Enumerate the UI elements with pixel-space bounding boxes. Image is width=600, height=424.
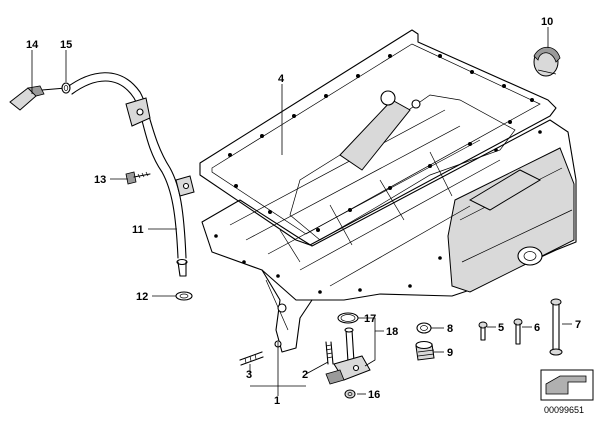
screw-5 (478, 321, 488, 341)
callout-1: 1 (274, 395, 280, 407)
callout-6: 6 (534, 322, 540, 334)
oil-level-sensor (325, 327, 371, 385)
bolt-7 (549, 298, 563, 356)
screw-6 (513, 318, 523, 345)
leader-lines (31, 27, 572, 396)
bolt-13 (125, 171, 151, 185)
callout-7: 7 (575, 319, 581, 331)
callout-14: 14 (26, 39, 39, 51)
callout-13: 13 (94, 174, 106, 186)
callout-15: 15 (60, 39, 72, 51)
nut-16 (344, 389, 356, 399)
stud-3 (239, 351, 264, 366)
oil-filler-cap (533, 46, 561, 77)
callout-4: 4 (278, 73, 285, 85)
reference-box: 00099651 (540, 369, 594, 415)
callout-12: 12 (136, 291, 148, 303)
callout-5: 5 (498, 322, 504, 334)
oil-pan-gasket (199, 29, 557, 246)
callout-10: 10 (541, 16, 553, 28)
callout-11: 11 (132, 224, 144, 236)
drain-plug-9 (415, 340, 435, 361)
o-ring-dipstick (61, 82, 71, 94)
reference-arrow-icon (545, 375, 587, 395)
oil-pan (201, 90, 577, 353)
callout-8: 8 (447, 323, 453, 335)
callout-9: 9 (447, 347, 453, 359)
callout-2: 2 (302, 369, 308, 381)
gasket-ring-8 (416, 322, 432, 334)
o-ring-17 (337, 312, 359, 324)
seal-ring-12 (175, 291, 193, 301)
reference-number: 00099651 (544, 405, 584, 415)
dipstick-guide-tube (65, 72, 195, 277)
callout-labels: 14 15 13 11 12 4 10 17 18 3 2 1 16 8 9 5… (26, 16, 581, 407)
callout-17: 17 (364, 313, 376, 325)
dipstick (9, 85, 67, 111)
callout-3: 3 (246, 369, 252, 381)
callout-16: 16 (368, 389, 380, 401)
stud-2 (325, 341, 334, 365)
callout-18: 18 (386, 326, 398, 338)
